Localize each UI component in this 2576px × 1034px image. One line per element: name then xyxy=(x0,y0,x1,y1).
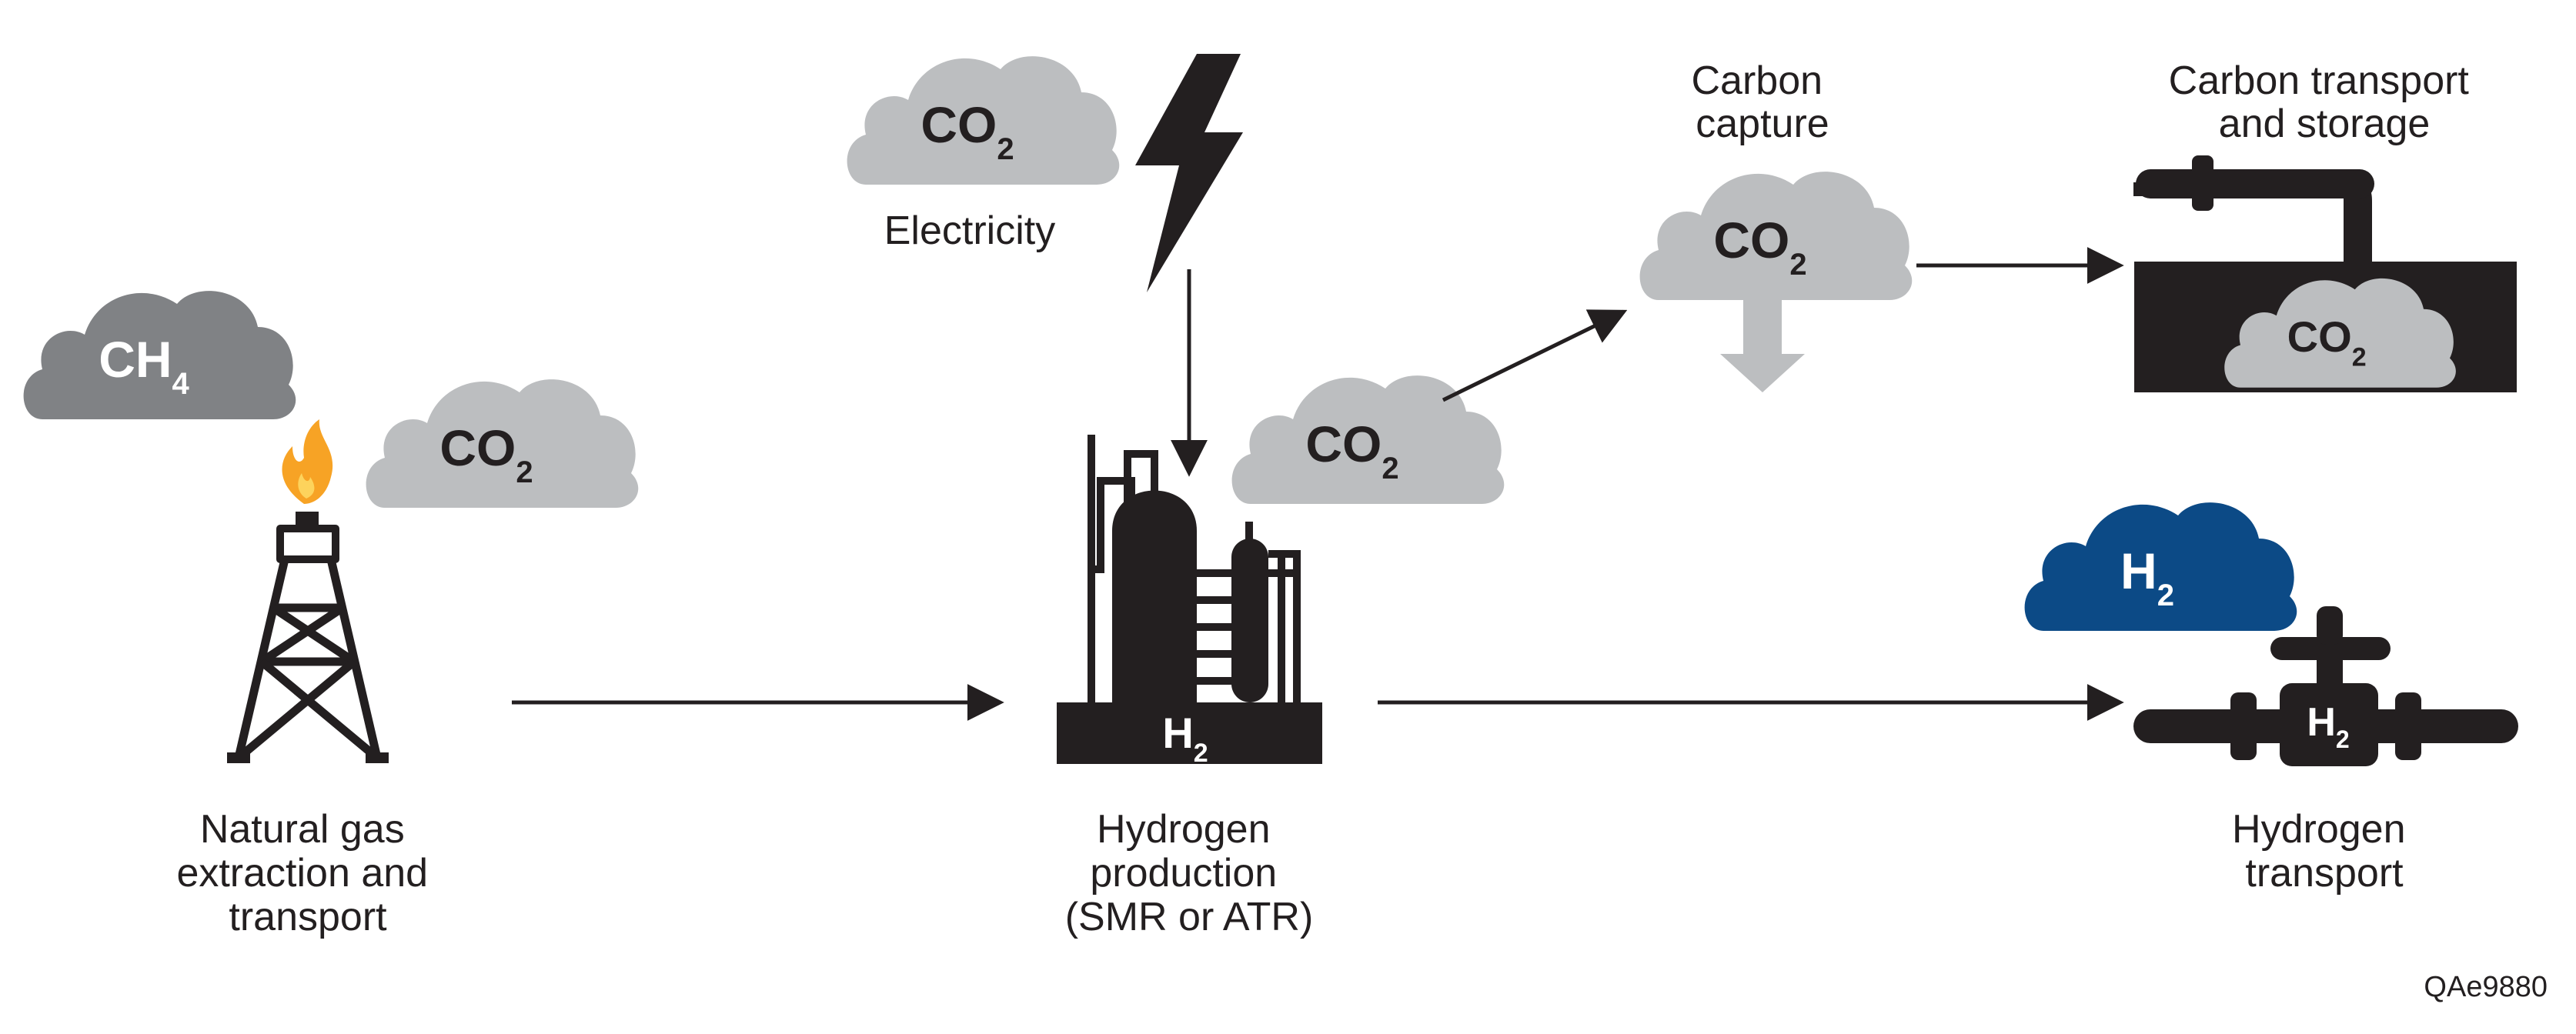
gas-well-icon xyxy=(227,512,389,763)
capture-down-arrow-icon xyxy=(1720,300,1805,392)
svg-text:CO2: CO2 xyxy=(439,419,533,489)
methane-cloud: CH4 xyxy=(23,291,296,419)
svg-text:CO2: CO2 xyxy=(1305,415,1398,485)
hydrogen-transport-label: Hydrogen transport xyxy=(2232,807,2417,896)
natural-gas-label: Natural gas extraction and transport xyxy=(176,807,439,939)
electricity-label: Electricity xyxy=(884,208,1055,253)
carbon-storage-label: Carbon transport and storage xyxy=(2169,58,2481,146)
svg-text:H2: H2 xyxy=(1162,709,1208,768)
hydrogen-pipeline-valve-icon: H2 xyxy=(2133,606,2518,766)
hydrogen-plant-icon: H2 xyxy=(1057,435,1322,768)
co2-cloud-electricity: CO2 xyxy=(847,56,1120,185)
svg-text:CO2: CO2 xyxy=(2287,312,2367,372)
svg-text:CO2: CO2 xyxy=(920,96,1014,166)
hydrogen-cloud: H2 xyxy=(2024,502,2297,631)
hydrogen-production-label: Hydrogen production (SMR or ATR) xyxy=(1065,807,1314,939)
flame-icon xyxy=(282,419,333,504)
arrow-production-to-capture xyxy=(1442,309,1628,402)
svg-text:H2: H2 xyxy=(2120,542,2174,612)
carbon-capture-label: Carbon capture xyxy=(1691,58,1833,146)
svg-text:CO2: CO2 xyxy=(1713,212,1806,282)
co2-cloud-extraction: CO2 xyxy=(366,379,639,508)
svg-text:H2: H2 xyxy=(2307,700,2349,753)
co2-cloud-capture: CO2 xyxy=(1639,172,1913,300)
co2-cloud-storage: CO2 xyxy=(2224,278,2456,388)
figure-code: QAe9880 xyxy=(2424,971,2548,1003)
co2-cloud-production: CO2 xyxy=(1231,375,1505,504)
svg-text:CH4: CH4 xyxy=(99,331,189,401)
lightning-icon xyxy=(1135,54,1243,292)
